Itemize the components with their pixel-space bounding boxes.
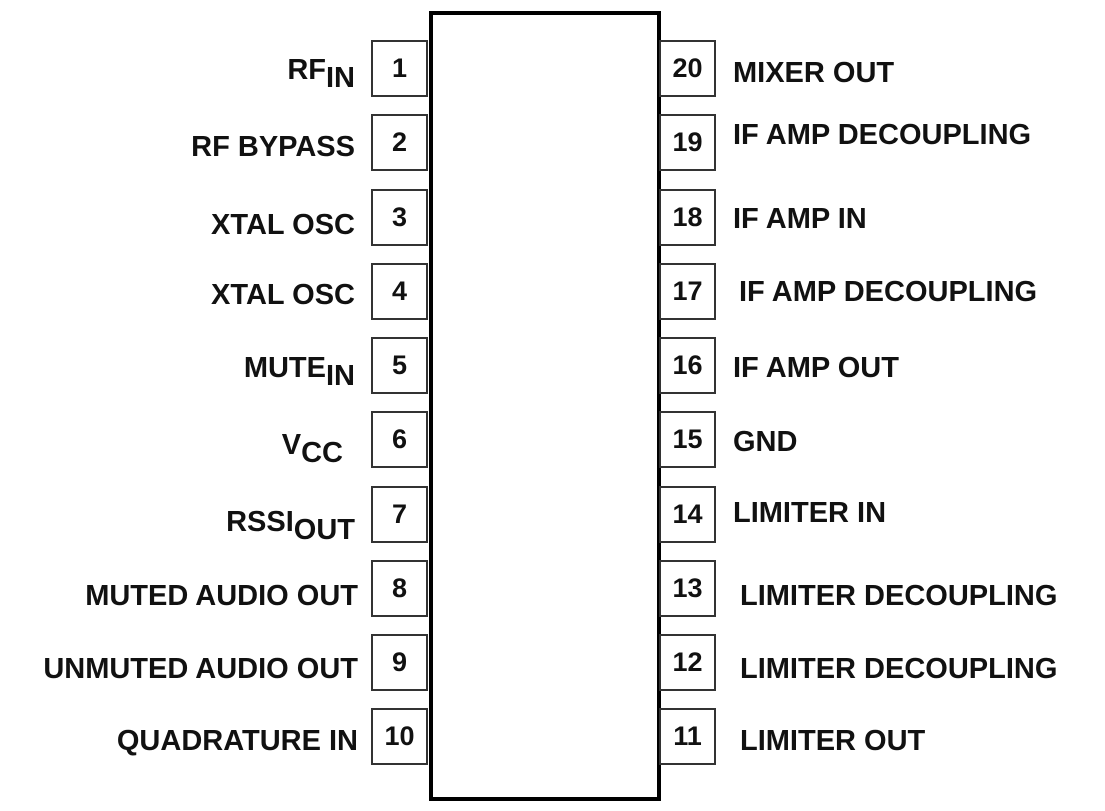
pin-9: 9 xyxy=(371,634,428,691)
pin-19-label: IF AMP DECOUPLING xyxy=(733,119,1032,151)
pin-11-label: LIMITER OUT xyxy=(740,725,926,757)
pin-18: 18 xyxy=(659,189,716,246)
ic-package-body xyxy=(429,11,661,801)
pin-7-label: RSSIOUT xyxy=(226,506,355,546)
pin-1: 1 xyxy=(371,40,428,97)
pin-14: 14 xyxy=(659,486,716,543)
pin-18-label: IF AMP IN xyxy=(733,203,867,235)
pin-19: 19 xyxy=(659,114,716,171)
pin-9-label: UNMUTED AUDIO OUT xyxy=(43,653,358,685)
pin-6: 6 xyxy=(371,411,428,468)
pin-2-label: RF BYPASS xyxy=(191,131,355,163)
pin-10-label: QUADRATURE IN xyxy=(116,725,358,757)
pin-20: 20 xyxy=(659,40,716,97)
pin-17: 17 xyxy=(659,263,716,320)
pin-13-label: LIMITER DECOUPLING xyxy=(740,580,1058,612)
pin-5: 5 xyxy=(371,337,428,394)
pin-15-label: GND xyxy=(733,426,798,458)
pin-3-label: XTAL OSC xyxy=(211,209,355,241)
pin-6-label: VCC xyxy=(281,429,343,469)
pin-16: 16 xyxy=(659,337,716,394)
pin-16-label: IF AMP OUT xyxy=(733,352,899,384)
pin-8-label: MUTED AUDIO OUT xyxy=(85,580,358,612)
pin-4: 4 xyxy=(371,263,428,320)
pin-10: 10 xyxy=(371,708,428,765)
pin-4-label: XTAL OSC xyxy=(211,279,355,311)
pin-14-label: LIMITER IN xyxy=(733,497,887,529)
pin-12: 12 xyxy=(659,634,716,691)
pin-12-label: LIMITER DECOUPLING xyxy=(740,653,1058,685)
pin-3: 3 xyxy=(371,189,428,246)
pin-15: 15 xyxy=(659,411,716,468)
pin-2: 2 xyxy=(371,114,428,171)
pin-20-label: MIXER OUT xyxy=(733,57,895,89)
pin-13: 13 xyxy=(659,560,716,617)
pin-1-label: RFIN xyxy=(287,54,355,94)
pin-8: 8 xyxy=(371,560,428,617)
pin-17-label: IF AMP DECOUPLING xyxy=(739,276,1038,308)
pin-7: 7 xyxy=(371,486,428,543)
pin-5-label: MUTEIN xyxy=(243,352,355,392)
pin-11: 11 xyxy=(659,708,716,765)
